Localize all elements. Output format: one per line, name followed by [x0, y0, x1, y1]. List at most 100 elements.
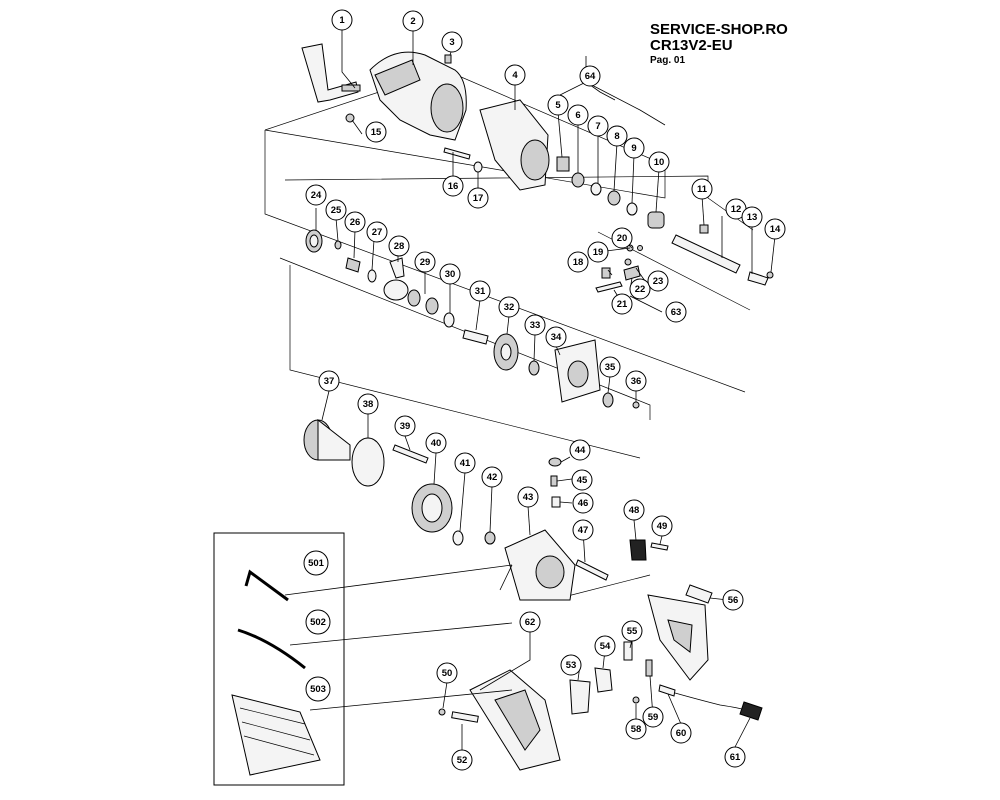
callout-label: 33: [530, 320, 541, 331]
screw-50: [438, 708, 446, 716]
callout-circle: [425, 432, 447, 454]
callout-circle: [365, 121, 387, 143]
callout-circle: [519, 611, 541, 633]
callout-label: 49: [657, 521, 668, 532]
callout-53: 53: [560, 654, 582, 676]
callout-circle: [623, 499, 645, 521]
rear-handle-part: [647, 594, 709, 681]
label-56: [685, 584, 713, 604]
callout-label: 4: [512, 70, 518, 81]
motor-housing-43: [504, 529, 576, 601]
callout-circle: [305, 184, 327, 206]
ring-9: [626, 202, 638, 216]
callout-label: 48: [629, 505, 640, 516]
callout-label: 64: [585, 71, 596, 82]
callout-30: 30: [439, 263, 461, 285]
part-54: [594, 667, 613, 693]
spring-23: [624, 258, 632, 266]
part-shapes: [231, 43, 774, 776]
callout-circle: [481, 466, 503, 488]
callout-63: 63: [665, 301, 687, 323]
callout-label: 26: [350, 217, 361, 228]
bearing-35: [602, 392, 614, 408]
callout-64: 64: [579, 65, 601, 87]
callout-label: 46: [578, 498, 589, 509]
callout-14: 14: [764, 218, 786, 240]
part-25: [334, 240, 342, 250]
callout-circle: [357, 393, 379, 415]
callout-label: 2: [410, 16, 415, 27]
callout-label: 14: [770, 224, 781, 235]
callout-circle: [587, 115, 609, 137]
callout-54: 54: [594, 635, 616, 657]
callout-circle: [722, 589, 744, 611]
callout-label: 36: [631, 376, 642, 387]
callout-circle: [623, 137, 645, 159]
callout-circle: [724, 746, 746, 768]
part-59: [645, 659, 653, 677]
screw-part: [444, 54, 452, 64]
callout-18: 18: [567, 251, 589, 273]
blade-502: [237, 628, 306, 670]
callout-1: 1: [331, 9, 353, 31]
callout-label: 18: [573, 257, 584, 268]
handle-housing-62: [469, 669, 561, 771]
callout-503: 503: [305, 676, 331, 702]
callout-circle: [579, 65, 601, 87]
callout-circle: [451, 749, 473, 771]
callout-43: 43: [517, 486, 539, 508]
callout-circle: [764, 218, 786, 240]
page-number: Pag. 01: [650, 55, 686, 66]
lever-22: [623, 265, 641, 281]
callout-501: 501: [303, 550, 329, 576]
ring-11: [699, 224, 709, 234]
part-55: [623, 641, 633, 661]
callout-circle: [625, 718, 647, 740]
callout-circle: [648, 151, 670, 173]
callout-label: 60: [676, 728, 687, 739]
callout-label: 47: [578, 525, 589, 536]
callout-61: 61: [724, 746, 746, 768]
callout-circle: [303, 550, 329, 576]
callout-42: 42: [481, 466, 503, 488]
callout-circle: [344, 211, 366, 233]
callout-label: 37: [324, 376, 335, 387]
callout-circle: [524, 314, 546, 336]
gear-housing-part: [369, 51, 467, 141]
callout-16: 16: [442, 175, 464, 197]
bearing-24: [305, 229, 323, 253]
callout-44: 44: [569, 439, 591, 461]
callout-17: 17: [467, 187, 489, 209]
stator-40: [411, 483, 453, 533]
callout-circle: [366, 221, 388, 243]
callout-circle: [454, 452, 476, 474]
callout-label: 39: [400, 421, 411, 432]
bearing-33: [528, 360, 540, 376]
callout-label: 62: [525, 617, 536, 628]
part-26: [345, 257, 361, 273]
holder-46: [551, 496, 561, 508]
callout-36: 36: [625, 370, 647, 392]
callout-label: 5: [555, 100, 561, 111]
callout-502: 502: [305, 609, 331, 635]
callout-7: 7: [587, 115, 609, 137]
crank-28: [383, 257, 409, 301]
callout-60: 60: [670, 722, 692, 744]
callout-11: 11: [691, 178, 713, 200]
callout-label: 55: [627, 626, 638, 637]
callout-19: 19: [587, 241, 609, 263]
callout-40: 40: [425, 432, 447, 454]
callout-label: 29: [420, 257, 431, 268]
callout-circle: [665, 301, 687, 323]
fan-38: [351, 437, 385, 487]
callout-31: 31: [469, 280, 491, 302]
callout-33: 33: [524, 314, 546, 336]
callout-label: 61: [730, 752, 741, 763]
callout-circle: [567, 251, 589, 273]
callout-58: 58: [625, 718, 647, 740]
callout-label: 19: [593, 247, 604, 258]
callout-circle: [388, 235, 410, 257]
callout-circle: [414, 251, 436, 273]
callout-circle: [741, 206, 763, 228]
callout-circle: [599, 356, 621, 378]
